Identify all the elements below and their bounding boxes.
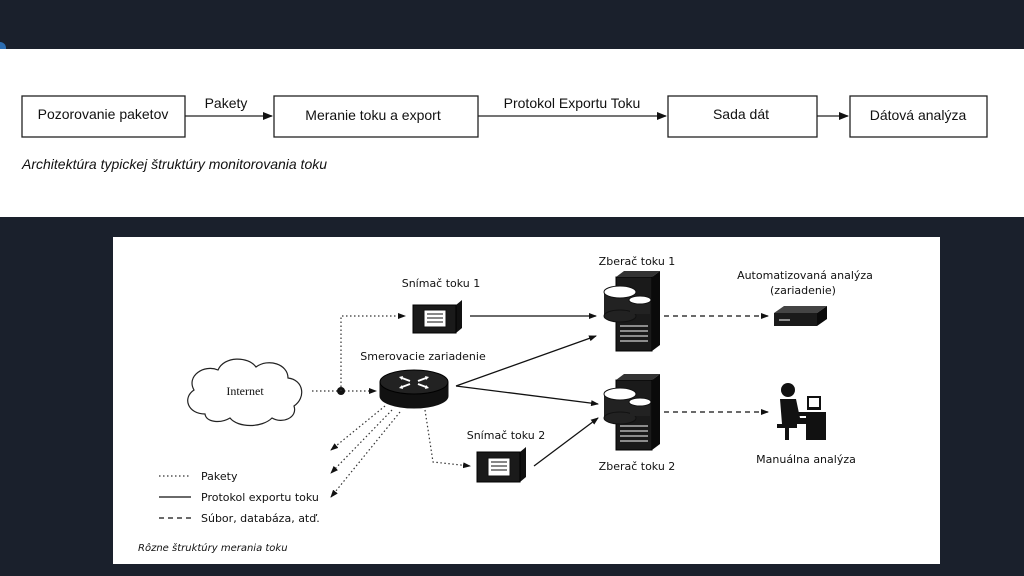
bottom-caption: Rôzne štruktúry merania toku	[138, 542, 288, 554]
appliance-icon	[774, 306, 827, 326]
legend-packets-label: Pakety	[201, 470, 238, 483]
internet-label: Internet	[226, 384, 264, 398]
fanout-arrow-2	[330, 409, 393, 474]
top-caption: Architektúra typickej štruktúry monitoro…	[21, 156, 327, 172]
link-router-probe2	[424, 409, 471, 469]
router-label: Smerovacie zariadenie	[360, 350, 486, 363]
fanout-arrow-1	[330, 405, 386, 451]
router-icon	[379, 369, 449, 409]
box-dataset	[667, 95, 818, 138]
auto-analysis-label-line1: Automatizovaná analýza	[737, 269, 873, 282]
probe1-device-icon	[412, 300, 462, 334]
legend: Pakety Protokol exportu toku Súbor, data…	[159, 470, 320, 525]
probe2-label: Snímač toku 2	[467, 429, 546, 442]
box-flow-metering-export	[273, 95, 479, 138]
collector2-label: Zberač toku 2	[599, 460, 676, 473]
bottom-network-diagram: Internet Smerovacie zariadenie Snímač to…	[138, 255, 873, 554]
internet-cloud-icon	[187, 358, 303, 427]
box-flow-metering-export-label: Meranie toku a export	[305, 107, 441, 123]
fanout-arrow-3	[330, 411, 401, 498]
probe1-label: Snímač toku 1	[402, 277, 481, 290]
legend-file-label: Súbor, databáza, atď.	[201, 512, 320, 525]
box-data-analysis-label: Dátová analýza	[870, 107, 967, 123]
collector2-server-icon	[603, 374, 660, 451]
person-at-desk-icon	[777, 383, 826, 440]
accent-mark	[0, 42, 6, 50]
box-packet-observation-label: Pozorovanie paketov	[38, 106, 169, 122]
arrow-packets-label: Pakety	[205, 95, 248, 111]
link-probe2-collector2	[533, 417, 599, 467]
link-tap-probe1	[340, 313, 406, 391]
link-router-collector2	[455, 385, 599, 407]
collector1-server-icon	[603, 271, 660, 352]
auto-analysis-label-line2: (zariadenie)	[770, 284, 836, 297]
probe2-device-icon	[476, 447, 526, 483]
collector1-label: Zberač toku 1	[599, 255, 676, 268]
manual-analysis-label: Manuálna analýza	[756, 453, 856, 466]
top-flow-diagram: Pozorovanie paketov Pakety Meranie toku …	[21, 95, 988, 172]
link-router-collector1	[455, 335, 597, 387]
legend-export-label: Protokol exportu toku	[201, 491, 319, 504]
box-dataset-label: Sada dát	[713, 106, 769, 122]
box-packet-observation	[21, 95, 186, 138]
arrow-export-protocol-label: Protokol Exportu Toku	[504, 95, 641, 111]
box-data-analysis	[849, 95, 988, 138]
